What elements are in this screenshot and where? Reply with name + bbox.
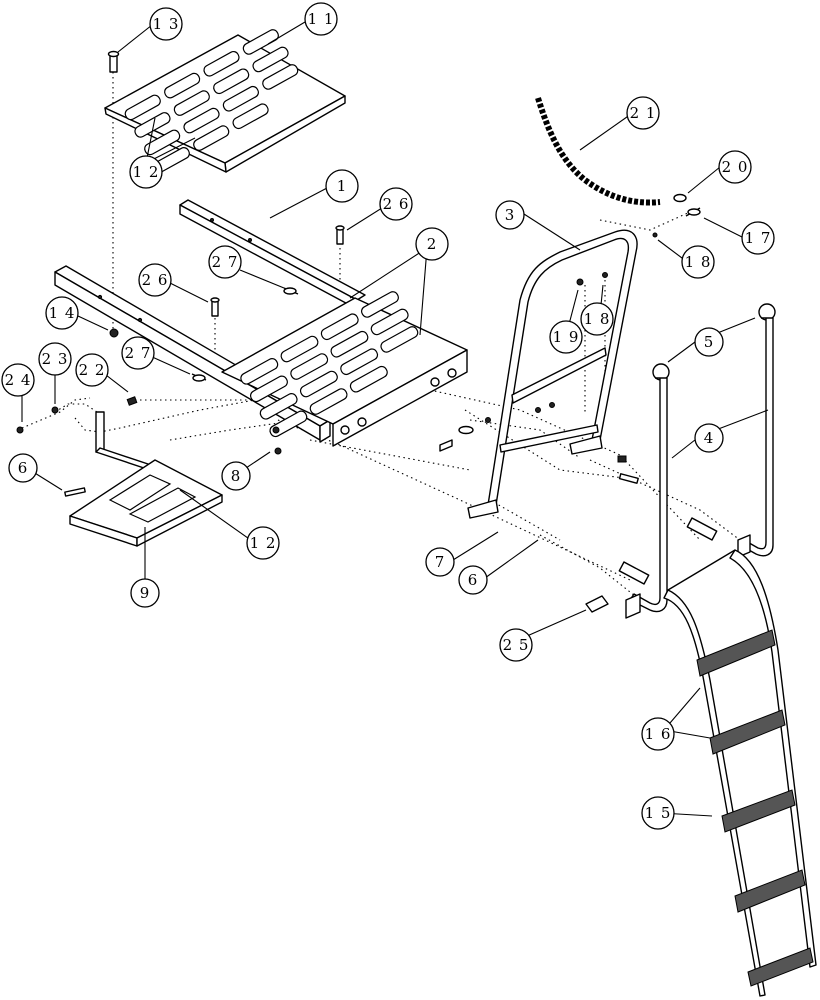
callout-label: 1 2 (250, 534, 277, 552)
callout-label: 1 5 (645, 804, 672, 822)
callout-c4: 4 (694, 423, 724, 453)
callout-label: 5 (704, 333, 715, 351)
callout-c3: 3 (495, 200, 525, 230)
callout-c12b: 1 2 (246, 526, 280, 560)
callout-c6a: 6 (8, 453, 38, 483)
callout-c25: 2 5 (499, 628, 533, 662)
callout-label: 6 (18, 459, 29, 477)
callout-c7: 7 (425, 547, 455, 577)
callout-label: 2 6 (142, 271, 169, 289)
callout-label: 1 4 (49, 304, 76, 322)
callout-label: 3 (505, 206, 516, 224)
callout-c14: 1 4 (45, 296, 79, 330)
callout-c2: 2 (415, 227, 449, 261)
callout-label: 2 4 (5, 371, 32, 389)
callout-c9: 9 (130, 578, 160, 608)
callout-c5: 5 (694, 327, 724, 357)
callout-label: 1 8 (584, 310, 611, 328)
callout-c17: 1 7 (741, 221, 775, 255)
callout-label: 2 0 (722, 158, 749, 176)
callout-label: 2 5 (503, 636, 530, 654)
callout-label: 1 7 (745, 229, 772, 247)
chain (535, 97, 701, 238)
callout-c1: 1 (325, 169, 359, 203)
step-plate (64, 411, 223, 547)
callout-c18b: 1 8 (580, 302, 614, 336)
callout-label: 8 (231, 467, 242, 485)
callout-c27a: 2 7 (208, 245, 242, 279)
callout-label: 1 3 (153, 15, 180, 33)
callout-label: 1 1 (308, 10, 335, 28)
callout-c24: 2 4 (1, 363, 35, 397)
side-handles (618, 303, 776, 619)
callout-c8: 8 (221, 461, 251, 491)
callout-c20: 2 0 (718, 150, 752, 184)
callout-c15: 1 5 (641, 796, 675, 830)
callout-label: 1 9 (553, 328, 580, 346)
callout-label: 1 2 (133, 163, 160, 181)
callout-label: 9 (140, 584, 151, 602)
callout-c12a: 1 2 (129, 155, 163, 189)
callout-c18a: 1 8 (681, 245, 715, 279)
callout-label: 4 (704, 429, 715, 447)
callout-label: 1 8 (685, 253, 712, 271)
callout-label: 2 2 (79, 361, 106, 379)
callout-c11: 1 1 (304, 2, 338, 36)
bolt-13 (107, 50, 120, 73)
callout-label: 1 6 (645, 725, 672, 743)
callout-c27b: 2 7 (121, 336, 155, 370)
callout-c19: 1 9 (549, 320, 583, 354)
callout-label: 2 7 (125, 344, 152, 362)
callout-label: 7 (435, 553, 446, 571)
callout-c16: 1 6 (641, 717, 675, 751)
callout-label: 2 7 (212, 253, 239, 271)
ladder (663, 549, 817, 997)
callout-label: 2 3 (42, 350, 69, 368)
callout-c6b: 6 (458, 565, 488, 595)
deck-grating (221, 291, 468, 447)
callout-label: 2 6 (383, 195, 410, 213)
callout-c26a: 2 6 (379, 187, 413, 221)
callout-c23: 2 3 (38, 342, 72, 376)
grating-panel-upper (104, 29, 346, 173)
callout-label: 2 (427, 235, 438, 253)
bracket-25 (585, 595, 609, 613)
callout-label: 6 (468, 571, 479, 589)
hardware-left (16, 225, 345, 455)
callout-c13: 1 3 (149, 7, 183, 41)
frame-rail-rear (179, 199, 366, 310)
callout-label: 1 (337, 177, 348, 195)
callout-c21: 2 1 (626, 96, 660, 130)
callout-label: 2 1 (630, 104, 657, 122)
leader-lines (21, 21, 769, 817)
handrail (439, 229, 639, 519)
callout-c26b: 2 6 (138, 263, 172, 297)
callout-c22: 2 2 (75, 353, 109, 387)
